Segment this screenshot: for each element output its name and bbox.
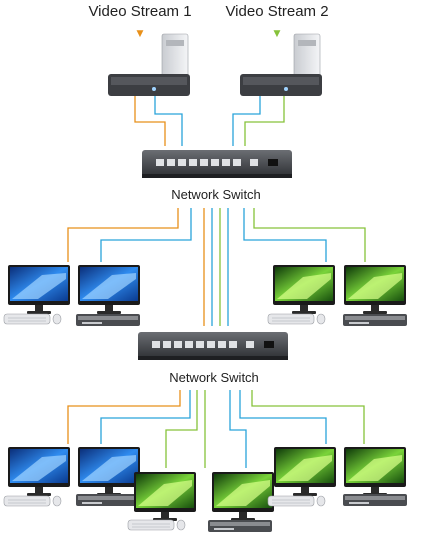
network-switch-top-label: Network Switch [171,187,261,202]
stream-1-marker-icon: ▼ [137,29,144,39]
keyboard-mouse-icon [3,495,62,507]
video-source-1-icon [107,33,191,97]
keyboard-mouse-icon [267,313,326,325]
keyboard-mouse-icon [267,495,326,507]
receiver-box-icon [208,520,272,532]
monitor-icon [274,447,336,496]
source-links [134,96,285,146]
keyboard-mouse-icon [127,519,186,531]
monitor-icon [212,472,274,521]
receiver-box-icon [76,494,140,506]
monitor-icon [273,265,335,314]
monitor-icon [134,472,196,521]
receiver-box-icon [343,314,407,326]
video-stream-1-label: Video Stream 1 [88,3,191,20]
monitor-icon [78,447,140,496]
network-switch-top-icon [142,150,292,178]
monitor-icon [344,447,406,496]
switch-top-links [67,208,366,326]
network-switch-bottom-icon [138,332,288,360]
monitor-icon [78,265,140,314]
switch-bottom-links [67,390,365,468]
receiver-box-icon [343,494,407,506]
monitor-icon [344,265,406,314]
monitor-icon [8,447,70,496]
keyboard-mouse-icon [3,313,62,325]
stream-2-marker-icon: ▼ [274,29,281,39]
monitor-icon [8,265,70,314]
video-stream-2-label: Video Stream 2 [225,3,328,20]
video-source-2-icon [239,33,323,97]
network-switch-bottom-label: Network Switch [169,370,259,385]
middle-row-displays [3,265,407,326]
receiver-box-icon [76,314,140,326]
